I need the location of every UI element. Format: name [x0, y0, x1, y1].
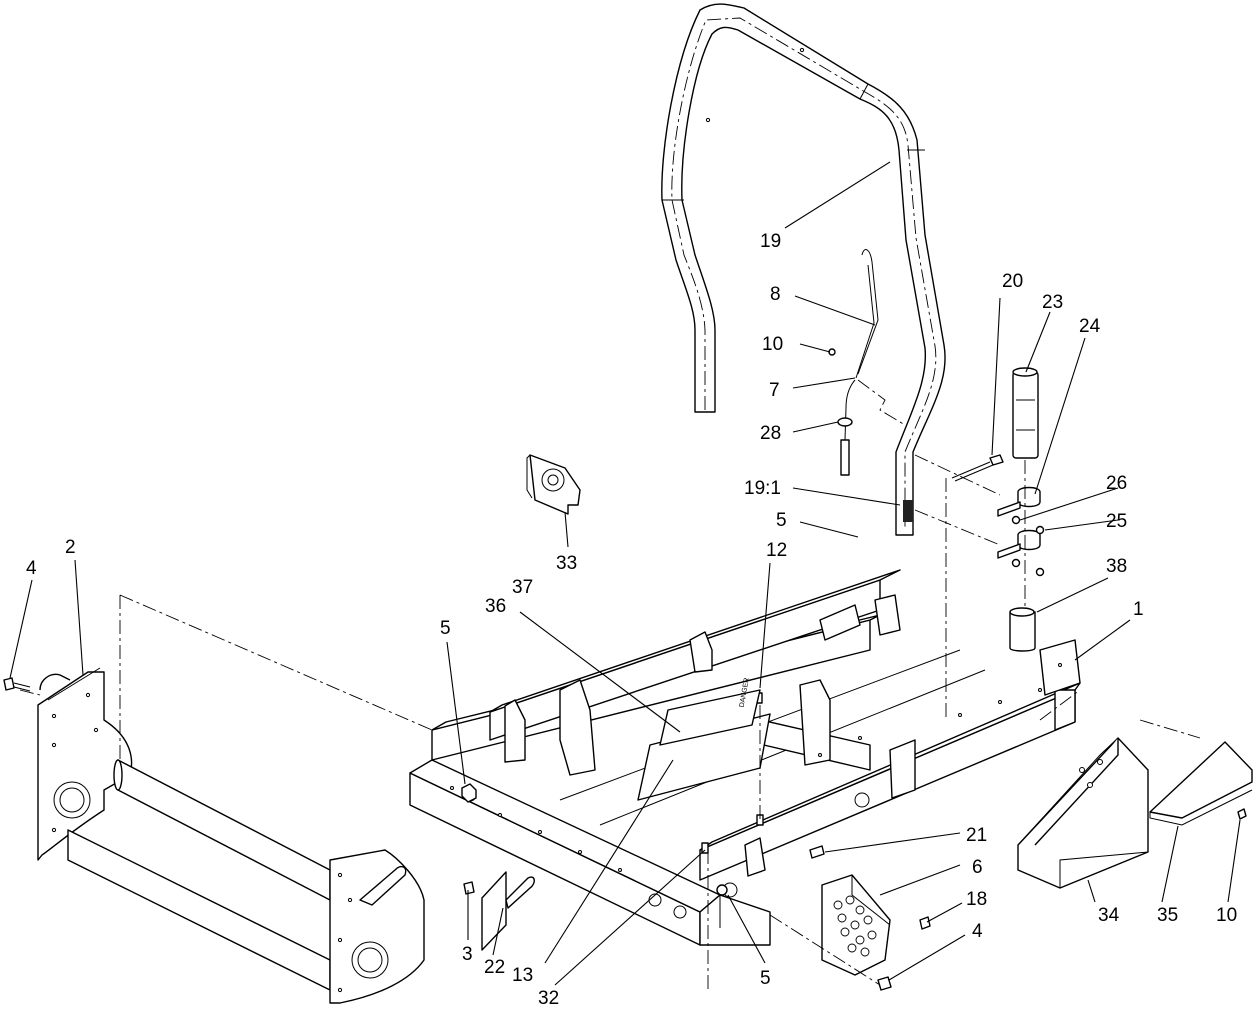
- callout-19: 19: [760, 231, 781, 252]
- callout-7: 7: [769, 380, 780, 401]
- roll-bar-decal: [903, 500, 913, 522]
- hitch-pin-assembly: [828, 249, 906, 476]
- callout-8: 8: [770, 284, 781, 305]
- battery-box: [1017, 689, 1253, 889]
- callout-5: 5: [776, 510, 787, 531]
- callout-21: 21: [966, 825, 987, 846]
- bolt-4-left: [3, 677, 31, 692]
- cup-holder-assembly: [914, 367, 1045, 720]
- callout-labels: 19 8 10 7 28 20 23 24 19:1 26 25 5 12 38…: [26, 231, 1237, 1009]
- callout-20: 20: [1002, 271, 1023, 292]
- callout-1: 1: [1133, 599, 1144, 620]
- callout-35: 35: [1157, 905, 1178, 926]
- callout-32: 32: [538, 988, 559, 1009]
- callout-33: 33: [556, 553, 577, 574]
- callout-25: 25: [1106, 511, 1127, 532]
- callout-12: 12: [766, 540, 787, 561]
- callout-38: 38: [1106, 556, 1127, 577]
- main-frame: [409, 569, 1081, 946]
- callout-6: 6: [972, 857, 983, 878]
- callout-13: 13: [512, 965, 533, 986]
- callout-5: 5: [760, 968, 771, 989]
- roll-bar: [661, 3, 946, 536]
- callout-19-1: 19:1: [744, 478, 781, 499]
- callout-5: 5: [440, 618, 451, 639]
- step-plate: [769, 874, 931, 991]
- callout-4: 4: [972, 921, 983, 942]
- callout-3: 3: [462, 944, 473, 965]
- callout-22: 22: [484, 957, 505, 978]
- callout-18: 18: [966, 889, 987, 910]
- callout-24: 24: [1079, 316, 1101, 337]
- callout-26: 26: [1106, 473, 1127, 494]
- callout-10: 10: [762, 334, 783, 355]
- callout-10: 10: [1216, 905, 1237, 926]
- bracket-33: [526, 454, 581, 515]
- callout-34: 34: [1098, 905, 1120, 926]
- rear-bumper: [19, 594, 433, 1004]
- callout-2: 2: [65, 537, 76, 558]
- callout-36: 36: [485, 596, 506, 617]
- callout-23: 23: [1042, 292, 1063, 313]
- leader-lines: [9, 161, 1241, 990]
- callout-37: 37: [512, 577, 533, 598]
- bracket-22: [463, 871, 535, 951]
- callout-4: 4: [26, 558, 37, 579]
- callout-28: 28: [760, 423, 781, 444]
